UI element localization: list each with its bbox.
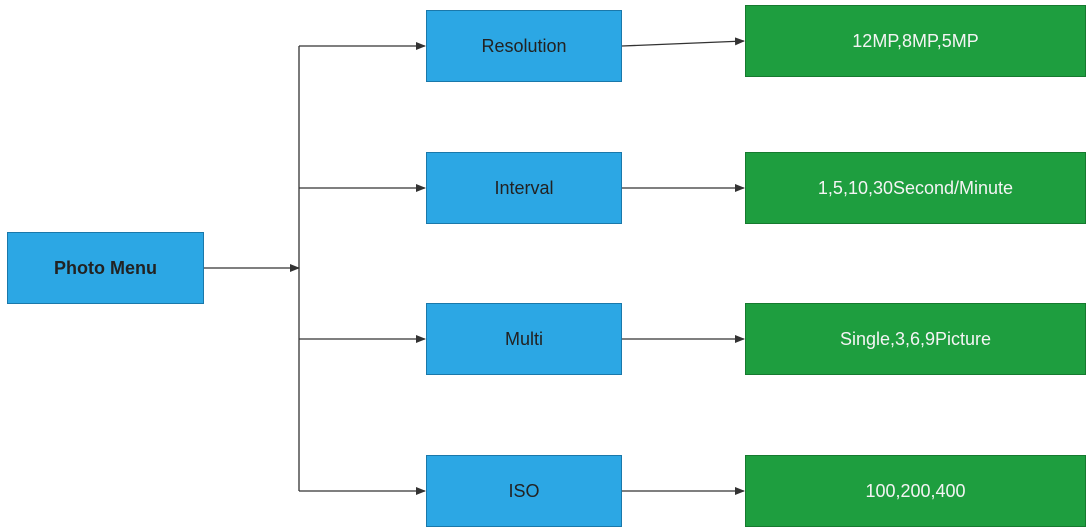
iso-options-node: 100,200,400 <box>745 455 1086 527</box>
multi-node: Multi <box>426 303 622 375</box>
multi-options-label: Single,3,6,9Picture <box>839 328 992 349</box>
iso-node: ISO <box>426 455 622 527</box>
interval-node: Interval <box>426 152 622 224</box>
photo-menu-node: Photo Menu <box>7 232 204 304</box>
resolution-options-node: 12MP,8MP,5MP <box>745 5 1086 77</box>
resolution-label: Resolution <box>481 35 567 56</box>
resolution-node: Resolution <box>426 10 622 82</box>
resolution-options-label: 12MP,8MP,5MP <box>852 30 979 51</box>
iso-options-label: 100,200,400 <box>865 480 966 501</box>
multi-options-node: Single,3,6,9Picture <box>745 303 1086 375</box>
interval-options-node: 1,5,10,30Second/Minute <box>745 152 1086 224</box>
interval-options-label: 1,5,10,30Second/Minute <box>817 177 1014 198</box>
iso-label: ISO <box>508 480 540 501</box>
photo-menu-label: Photo Menu <box>54 257 157 278</box>
interval-label: Interval <box>494 177 554 198</box>
multi-label: Multi <box>504 328 543 349</box>
connector-resolution-to-options <box>621 37 745 47</box>
